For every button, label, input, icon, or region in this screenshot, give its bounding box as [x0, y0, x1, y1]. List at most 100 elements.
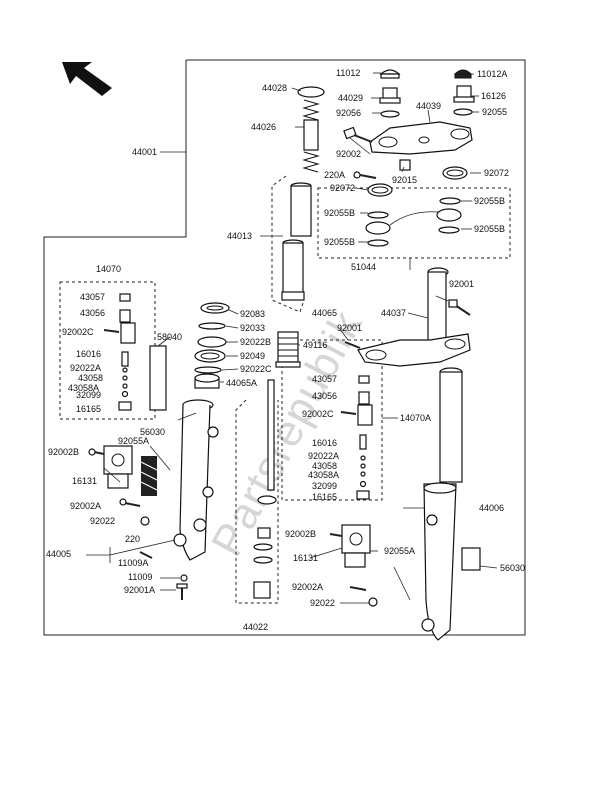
caliper-16131-left	[103, 445, 133, 489]
label-44037: 44037	[381, 308, 406, 318]
label-44065a: 44065A	[226, 378, 257, 388]
label-92022c: 92022C	[240, 364, 272, 374]
label-92022b: 92022B	[240, 337, 271, 347]
label-16016-b: 16016	[312, 438, 337, 448]
upper-bracket-44039	[369, 121, 473, 155]
fork-right-44006	[421, 367, 463, 641]
label-92002c-a: 92002C	[62, 327, 94, 337]
label-92001-left: 92001	[337, 323, 362, 333]
box-14070	[59, 281, 156, 420]
label-92001-right: 92001	[449, 279, 474, 289]
leader-lines	[86, 72, 498, 604]
stem-44037	[357, 267, 471, 367]
label-92001a: 92001A	[124, 585, 155, 595]
bolt-92002a-right	[349, 586, 367, 591]
label-43058-b: 43058	[312, 461, 337, 471]
label-44028: 44028	[262, 83, 287, 93]
label-92002a-b: 92002A	[292, 582, 323, 592]
inner-tube-44013	[281, 182, 312, 301]
label-44026: 44026	[251, 122, 276, 132]
label-220a: 220A	[324, 170, 345, 180]
label-16126: 16126	[481, 91, 506, 101]
bolt-220	[139, 551, 153, 559]
front-direction-arrow	[62, 62, 112, 96]
label-92055a-2: 92055A	[384, 546, 415, 556]
group-14070a-parts	[340, 375, 373, 500]
box-14070a	[281, 339, 383, 501]
nut-44029	[379, 87, 401, 104]
label-92022-a: 92022	[90, 516, 115, 526]
label-43058a-b: 43058A	[308, 470, 339, 480]
group-14070-parts	[103, 293, 136, 411]
bolt-92002	[343, 126, 373, 143]
label-92002a-a: 92002A	[70, 501, 101, 511]
label-92049: 92049	[240, 351, 265, 361]
dust-boot-49116	[275, 331, 301, 368]
fork-spring-44026	[297, 86, 325, 173]
label-58040: 58040	[157, 332, 182, 342]
label-92055b-1: 92055B	[474, 196, 505, 206]
label-92015: 92015	[392, 175, 417, 185]
assembly-frame	[43, 59, 526, 636]
label-56030-b: 56030	[500, 563, 525, 573]
label-56030-a: 56030	[140, 427, 165, 437]
washer-92056	[380, 110, 400, 118]
label-43057-a: 43057	[80, 292, 105, 302]
label-44001: 44001	[132, 147, 157, 157]
label-49116: 49116	[303, 340, 327, 350]
label-220: 220	[125, 534, 140, 544]
label-92055a-1: 92055A	[118, 436, 149, 446]
label-92072a: 92072	[484, 168, 509, 178]
label-92033: 92033	[240, 323, 265, 333]
label-16131-b: 16131	[293, 553, 318, 563]
nut-92015	[399, 159, 411, 171]
label-32099-b: 32099	[312, 481, 337, 491]
bolt-220a	[353, 171, 377, 179]
label-43057-b: 43057	[312, 374, 337, 384]
label-92055b-4: 92055B	[324, 237, 355, 247]
label-44013: 44013	[227, 231, 252, 241]
washer-92022-left	[140, 516, 150, 526]
label-92056: 92056	[336, 108, 361, 118]
bolt-92001-left	[344, 341, 361, 349]
label-92022a-b: 92022A	[308, 451, 339, 461]
bolt-92002b-right	[329, 533, 343, 537]
cap-11012	[379, 69, 401, 79]
reflector-58040	[149, 345, 167, 411]
label-11009a: 11009A	[118, 558, 148, 568]
caliper-16131-right	[341, 524, 371, 568]
clamp-92072a	[442, 166, 468, 180]
label-44029: 44029	[338, 93, 363, 103]
reflector-56030-left	[140, 456, 158, 496]
cap-11009	[180, 574, 188, 582]
box-51044	[317, 187, 511, 259]
bolt-92001a	[176, 583, 188, 600]
label-16131-a: 16131	[72, 476, 97, 486]
bolt-92001-right	[448, 299, 471, 316]
label-92083: 92083	[240, 309, 265, 319]
washer-92055	[453, 108, 473, 116]
label-92055b-2: 92055B	[324, 208, 355, 218]
label-32099-a: 32099	[76, 390, 101, 400]
label-11009: 11009	[128, 572, 152, 582]
label-14070: 14070	[96, 264, 121, 274]
label-43058-a: 43058	[78, 373, 103, 383]
label-92002c-b: 92002C	[302, 409, 334, 419]
label-44006: 44006	[479, 503, 504, 513]
reflector-56030-right	[461, 547, 481, 571]
label-43056-a: 43056	[80, 308, 105, 318]
part-labels: 11012 11012A 44028 44029 16126 44039 920…	[46, 68, 525, 632]
damper-rod-44022	[253, 379, 277, 599]
label-92055: 92055	[482, 107, 507, 117]
label-92055b-3: 92055B	[474, 224, 505, 234]
label-14070a: 14070A	[400, 413, 431, 423]
label-92002: 92002	[336, 149, 361, 159]
outer-tube-44005	[173, 399, 219, 561]
bolt-92002b-left	[88, 448, 105, 456]
label-92002b-b: 92002B	[285, 529, 316, 539]
seal-stack	[194, 302, 230, 389]
label-16016-a: 16016	[76, 349, 101, 359]
label-92022-b: 92022	[310, 598, 335, 608]
group-51044-parts	[365, 197, 462, 247]
label-44039: 44039	[416, 101, 441, 111]
